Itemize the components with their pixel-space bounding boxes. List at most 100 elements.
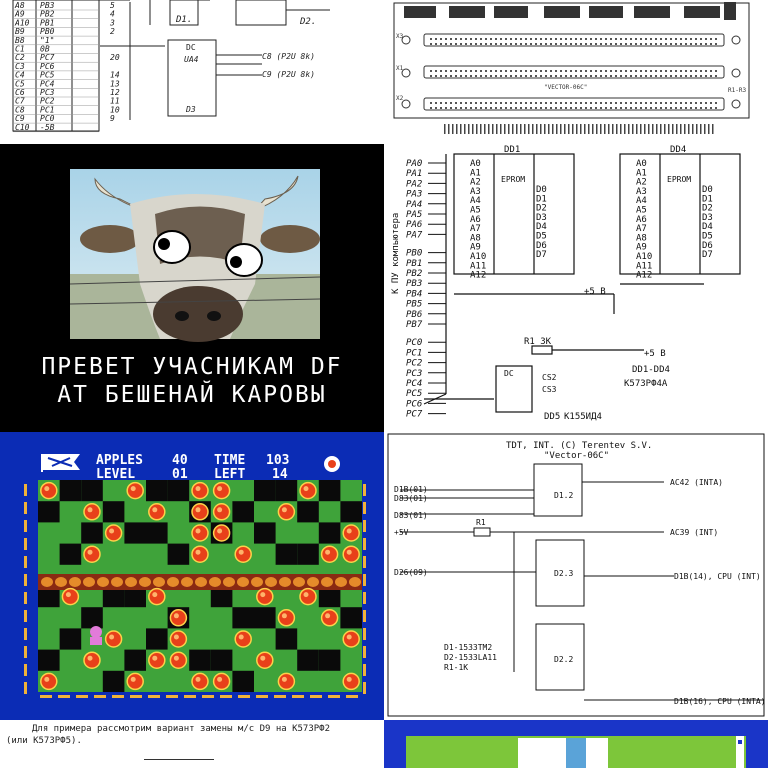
pin-number: B8	[15, 36, 25, 45]
apple-highlight	[303, 592, 309, 598]
apple-icon	[169, 609, 188, 627]
apple-icon	[277, 503, 296, 521]
addr-pin-label: A0	[636, 159, 647, 169]
tdt-legend-1: D1-1533TM2	[444, 643, 492, 652]
bottom-left-text: Для примера рассмотрим вариант замены м/…	[0, 720, 384, 768]
empty-cell	[102, 586, 125, 608]
port-pin-label: PA5	[406, 210, 422, 220]
eprom2-type: EPROM	[667, 175, 691, 184]
addr-pin-label: A7	[636, 224, 647, 234]
fork-border-icon	[363, 682, 366, 694]
pin-signal: "1"	[40, 36, 54, 45]
dc-chip-type: DC	[504, 369, 514, 378]
apple-icon	[256, 587, 274, 606]
pin-number: C9	[15, 114, 25, 123]
port-pin-label: PC0	[406, 338, 422, 348]
brick-ornament	[153, 577, 165, 587]
empty-cell	[167, 480, 190, 502]
empty-cell	[146, 628, 168, 650]
data-pin-label: D4	[536, 222, 547, 232]
pin-wire-number: 2	[110, 27, 115, 36]
cow-caption-line2: АТ БЕШЕНАЙ КАРОВЫ	[57, 382, 327, 408]
addr-pin-label: A6	[636, 215, 647, 225]
tdt-title-line2: "Vector-06C"	[544, 451, 609, 461]
port-pin-label: PA7	[406, 230, 423, 240]
pin-number: C10	[15, 123, 30, 132]
brick-ornament	[97, 577, 109, 587]
tdt-output-3: D1B(14), CPU (INT)	[674, 572, 761, 581]
apple-icon	[40, 672, 58, 691]
apple-highlight	[87, 549, 93, 555]
empty-cell	[232, 501, 254, 523]
port-pin-label: PB6	[406, 310, 422, 320]
brick-ornament	[265, 577, 277, 587]
apple-icon	[126, 672, 144, 691]
fork-border-icon	[24, 628, 27, 640]
apple-highlight	[109, 634, 115, 640]
apple-highlight	[87, 655, 93, 661]
port-pin-label: PC1	[406, 348, 422, 358]
fork-border-icon	[24, 556, 27, 568]
empty-cell	[297, 543, 319, 565]
pin-number: C7	[15, 97, 25, 106]
brick-ornament	[69, 577, 81, 587]
brick-ornament	[125, 577, 137, 587]
brick-ornament	[349, 577, 361, 587]
pin-number: C6	[15, 88, 25, 97]
apple-icon	[320, 545, 339, 563]
fork-border-icon	[363, 502, 366, 514]
fork-border-icon	[94, 695, 106, 698]
port-pin-label: PB7	[406, 320, 423, 330]
empty-cell	[59, 480, 82, 502]
chip-d2-label: D2.	[299, 17, 316, 27]
data-pin-label: D7	[536, 250, 547, 260]
fork-border-icon	[24, 610, 27, 622]
fork-border-icon	[24, 682, 27, 694]
empty-cell	[275, 480, 298, 502]
port-pin-label: PB1	[406, 259, 422, 269]
chip-dd1-label: DD1	[504, 145, 520, 155]
brick-ornament	[111, 577, 123, 587]
tdt-input-2: D83(01)	[394, 494, 428, 503]
pin-number: C3	[15, 62, 25, 71]
pin-signal: PC7	[40, 53, 55, 62]
apple-icon	[320, 609, 339, 627]
fork-border-icon	[363, 520, 366, 532]
fork-border-icon	[40, 695, 52, 698]
apple-highlight	[195, 676, 201, 682]
apple-icon	[299, 587, 317, 606]
tdt-chip-2: D2.3	[554, 569, 573, 578]
addr-pin-label: A3	[470, 187, 481, 197]
port-pin-label: PA4	[406, 200, 422, 210]
pin-number: C1	[15, 45, 25, 54]
apples-game: APPLES 40 TIME 103 LEVEL 01 LEFT 14	[0, 432, 384, 720]
apple-icon	[256, 651, 274, 669]
brick-ornament	[195, 577, 207, 587]
pin-wire-number: 11	[110, 97, 120, 106]
port-pin-label: PB3	[406, 279, 422, 289]
tdt-legend-3: R1-1K	[444, 663, 468, 672]
fork-border-icon	[24, 538, 27, 550]
fork-border-icon	[24, 646, 27, 658]
fork-border-icon	[363, 574, 366, 586]
pin-number: A10	[14, 18, 30, 27]
empty-cell	[254, 480, 276, 502]
apple-highlight	[173, 613, 179, 619]
pin-signal: PC3	[40, 88, 55, 97]
data-pin-label: D1	[536, 194, 547, 204]
game-screen: APPLES 40 TIME 103 LEVEL 01 LEFT 14	[0, 432, 384, 720]
empty-cell	[81, 480, 103, 502]
apple-highlight	[325, 613, 331, 619]
dc-chip-label: К155ИД4	[564, 412, 602, 422]
pin-signal: PC6	[40, 62, 55, 71]
addr-pin-label: A9	[636, 243, 647, 253]
pin-signal: 0B	[40, 45, 50, 54]
board-mark-r: R1-R3	[728, 87, 746, 94]
empty-cell	[38, 586, 60, 608]
bottom-text-line1: Для примера рассмотрим вариант замены м/…	[32, 724, 331, 734]
apple-icon	[277, 672, 296, 691]
fork-border-icon	[76, 695, 88, 698]
fork-border-icon	[220, 695, 232, 698]
